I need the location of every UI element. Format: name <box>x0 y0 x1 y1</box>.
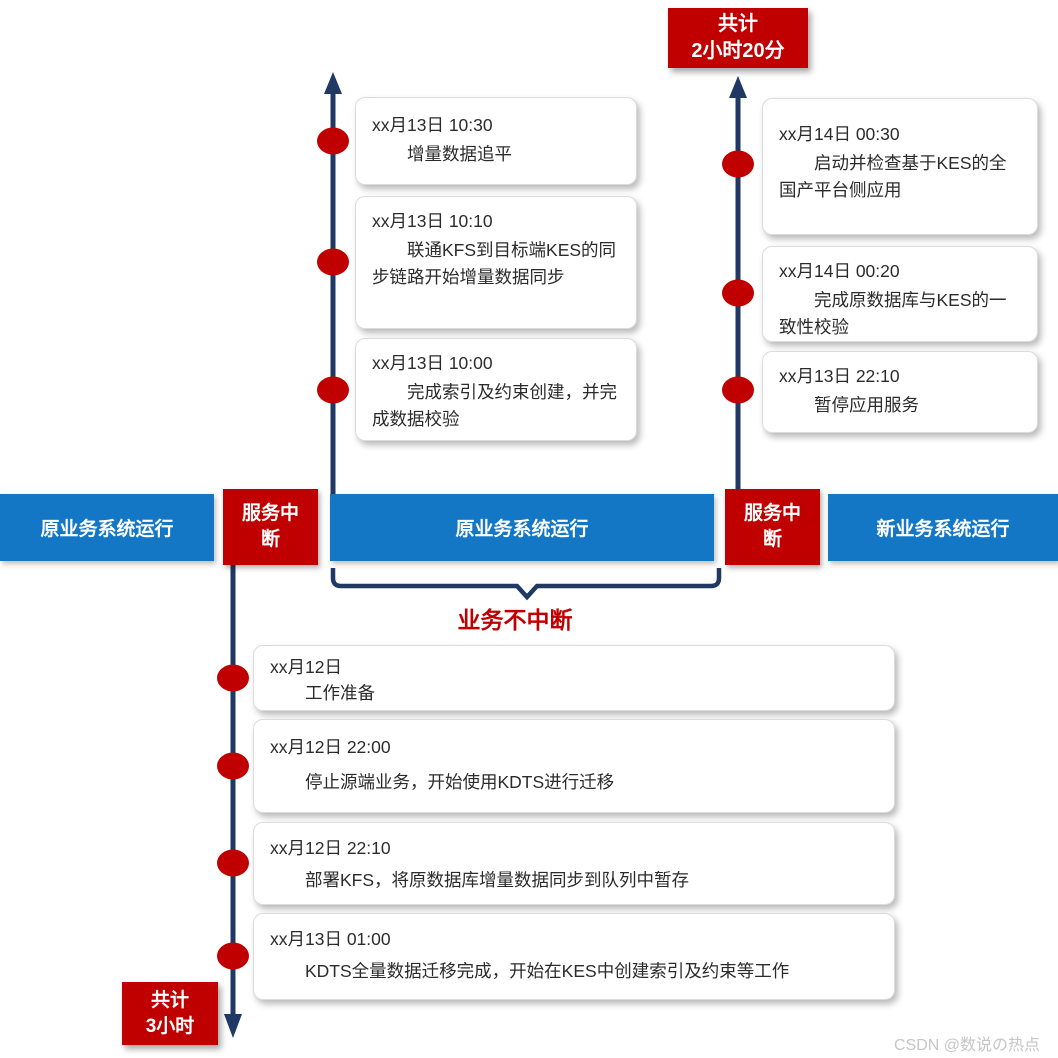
timeline-dot <box>317 127 349 155</box>
event-desc: 增量数据追平 <box>407 144 512 165</box>
event-date: xx月13日 01:00 <box>270 929 391 949</box>
bar-segment-original-system-2: 原业务系统运行 <box>330 494 714 561</box>
left-timeline-arrowhead-up-icon <box>324 72 342 94</box>
bar-segment-label: 原业务系统运行 <box>455 519 589 540</box>
timeline-dot <box>722 376 754 404</box>
top-total-badge: 共计 2小时20分 <box>668 8 808 68</box>
event-date: xx月12日 22:10 <box>270 838 391 858</box>
bottom-timeline-arrowhead-down-icon <box>224 1014 242 1038</box>
event-desc: 完成原数据库与KES的一致性校验 <box>779 290 1007 337</box>
bar-segment-original-system-1: 原业务系统运行 <box>0 494 214 561</box>
event-desc: 暂停应用服务 <box>814 395 919 416</box>
right-timeline-arrowhead-up-icon <box>729 76 747 98</box>
event-desc: 完成索引及约束创建，并完成数据校验 <box>372 382 617 429</box>
bottom-total-badge: 共计 3小时 <box>122 982 218 1045</box>
watermark: CSDN @数说の热点 <box>893 1037 1040 1054</box>
event-desc: KDTS全量数据迁移完成，开始在KES中创建索引及约束等工作 <box>305 961 790 982</box>
bar-segment-service-interruption-2: 服务中断 <box>725 489 820 565</box>
bar-segment-label: 服务中断 <box>241 503 299 550</box>
event-date: xx月13日 10:30 <box>372 115 493 135</box>
event-card: xx月12日 工作准备 <box>253 645 895 711</box>
timeline-dot <box>317 248 349 276</box>
event-card: xx月14日 00:30 启动并检查基于KES的全国产平台侧应用 <box>762 98 1038 235</box>
timeline-dot <box>317 376 349 404</box>
bar-segment-label: 新业务系统运行 <box>876 519 1010 540</box>
no-interruption-brace <box>330 568 722 601</box>
timeline-dot <box>217 752 249 780</box>
timeline-dot <box>217 942 249 970</box>
event-desc: 部署KFS，将原数据库增量数据同步到队列中暂存 <box>305 870 690 891</box>
bar-segment-service-interruption-1: 服务中断 <box>223 489 318 565</box>
event-date: xx月14日 00:30 <box>779 124 900 144</box>
timeline-dot <box>722 279 754 307</box>
event-card: xx月13日 22:10 暂停应用服务 <box>762 351 1038 433</box>
event-card: xx月12日 22:10 部署KFS，将原数据库增量数据同步到队列中暂存 <box>253 822 895 905</box>
event-card: xx月13日 10:00 完成索引及约束创建，并完成数据校验 <box>355 338 637 441</box>
event-date: xx月13日 10:10 <box>372 211 493 231</box>
event-card: xx月14日 00:20 完成原数据库与KES的一致性校验 <box>762 246 1038 342</box>
event-date: xx月13日 10:00 <box>372 353 493 373</box>
event-card: xx月13日 10:30 增量数据追平 <box>355 97 637 185</box>
badge-line: 3小时 <box>145 1015 195 1037</box>
timeline-dot <box>722 150 754 178</box>
timeline-dot <box>217 849 249 877</box>
badge-line: 共计 <box>150 989 189 1011</box>
event-date: xx月12日 22:00 <box>270 737 391 757</box>
event-desc: 工作准备 <box>305 683 375 704</box>
timeline-dot <box>217 664 249 692</box>
event-date: xx月13日 22:10 <box>779 366 900 386</box>
event-desc: 联通KFS到目标端KES的同步链路开始增量数据同步 <box>372 240 617 287</box>
event-desc: 启动并检查基于KES的全国产平台侧应用 <box>779 153 1007 200</box>
event-card: xx月13日 01:00 KDTS全量数据迁移完成，开始在KES中创建索引及约束… <box>253 913 895 1000</box>
no-interruption-label: 业务不中断 <box>457 607 573 633</box>
badge-line: 2小时20分 <box>691 40 785 62</box>
event-desc: 停止源端业务，开始使用KDTS进行迁移 <box>305 772 615 793</box>
bar-segment-new-system: 新业务系统运行 <box>828 494 1058 561</box>
bar-segment-label: 原业务系统运行 <box>40 519 174 540</box>
event-card: xx月12日 22:00 停止源端业务，开始使用KDTS进行迁移 <box>253 719 895 813</box>
event-date: xx月14日 00:20 <box>779 261 900 281</box>
event-date: xx月12日 <box>270 657 342 677</box>
event-card: xx月13日 10:10 联通KFS到目标端KES的同步链路开始增量数据同步 <box>355 196 637 329</box>
bar-segment-label: 服务中断 <box>743 503 801 550</box>
badge-line: 共计 <box>718 13 758 35</box>
